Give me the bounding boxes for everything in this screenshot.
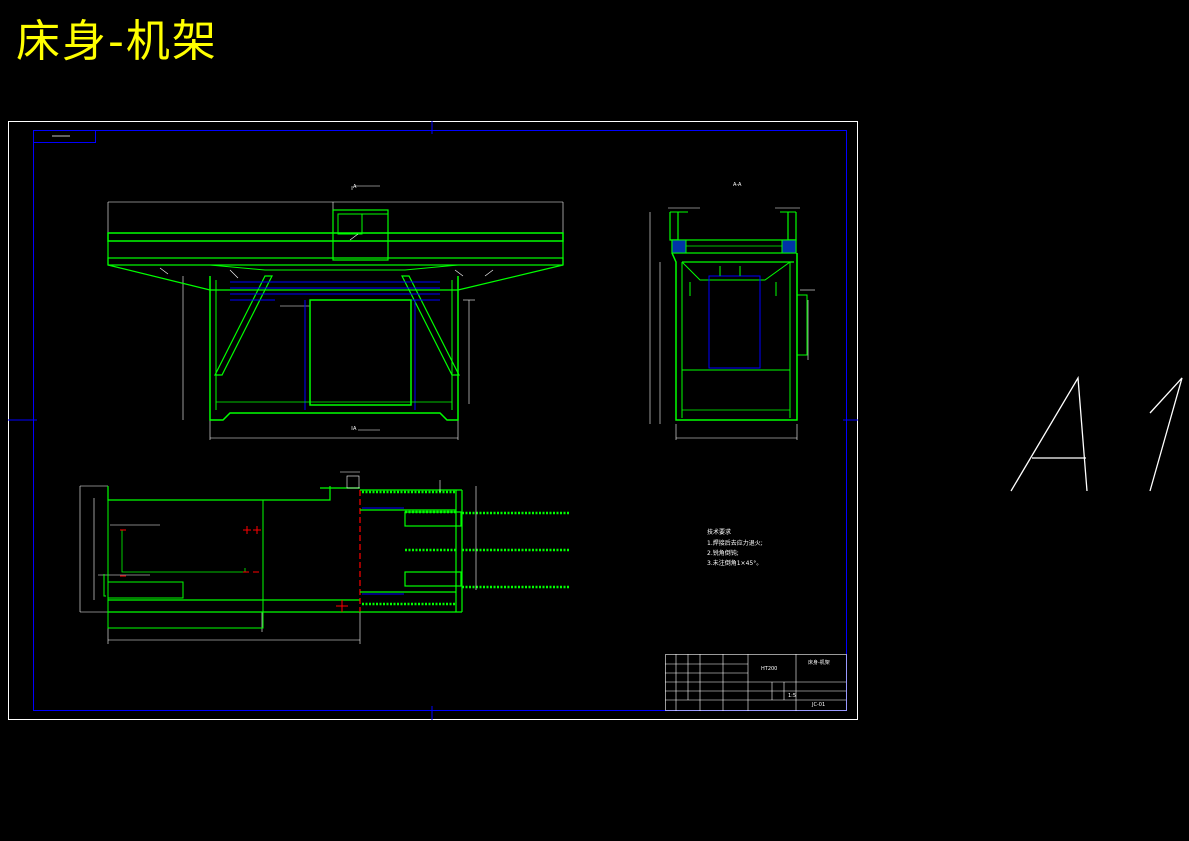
title-block-scale: 1:5: [788, 693, 796, 699]
tech-requirements-heading: 技术要求: [707, 528, 731, 536]
centering-marks: [8, 121, 858, 720]
side-section-view: [649, 207, 815, 440]
section-view-label: A-A: [733, 182, 742, 188]
sheet-size-a1: [1010, 375, 1183, 492]
tech-requirements: 技术要求 1.焊接后去应力退火; 2.锐角倒钝; 3.未注倒角1×45°。: [707, 528, 763, 567]
tech-requirement-item: 1.焊接后去应力退火;: [707, 539, 763, 547]
front-view: [107, 185, 564, 440]
title-block-material: HT200: [761, 666, 777, 672]
tech-requirement-item: 2.锐角倒钝;: [707, 549, 739, 557]
title-block-name: 床身-机架: [808, 659, 830, 666]
section-mark-top: A: [353, 184, 357, 190]
section-mark-bottom: A: [353, 426, 357, 432]
plan-view: [79, 471, 570, 644]
title-block: [665, 654, 847, 711]
tech-requirement-item: 3.未注倒角1×45°。: [707, 559, 762, 567]
code-box: [33, 130, 96, 143]
drawing-title: 床身-机架: [16, 16, 218, 67]
title-block-number: JC-01: [811, 702, 825, 708]
